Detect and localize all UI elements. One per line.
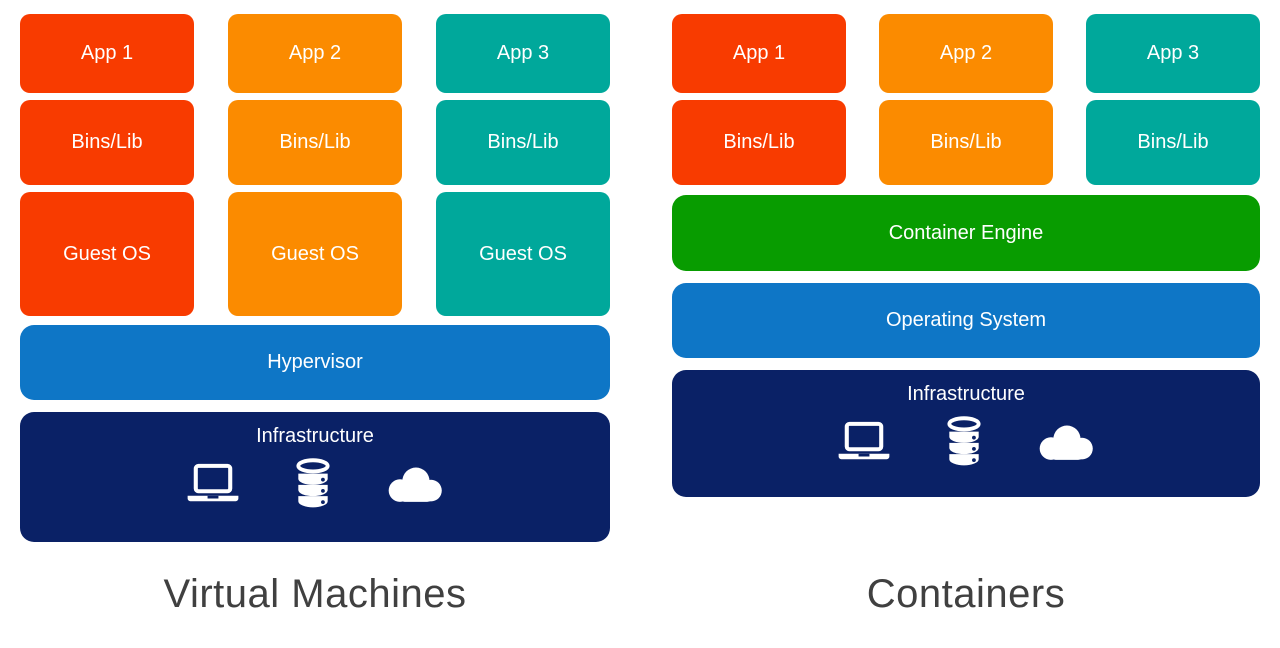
containers-diagram-title: Containers (866, 572, 1066, 616)
vm-guest-os-1-block: Guest OS (20, 192, 194, 316)
vm-app-row: App 1 App 2 App 3 (20, 14, 610, 93)
vm-diagram-title: Virtual Machines (163, 572, 467, 616)
vm-guest-os-row: Guest OS Guest OS Guest OS (20, 192, 610, 316)
vm-infrastructure-bar: Infrastructure (20, 412, 610, 542)
vm-bins-1-block: Bins/Lib (20, 100, 194, 185)
vm-app-1-block: App 1 (20, 14, 194, 93)
vm-stack-diagram: App 1 App 2 App 3 Bins/Lib Bins/Lib Bins… (20, 14, 610, 542)
laptop-icon (835, 420, 893, 464)
vm-app-3-block: App 3 (436, 14, 610, 93)
ct-bins-row: Bins/Lib Bins/Lib Bins/Lib (672, 100, 1260, 185)
database-icon (945, 416, 983, 468)
vm-app-2-block: App 2 (228, 14, 402, 93)
vm-guest-os-3-block: Guest OS (436, 192, 610, 316)
cloud-icon (384, 464, 446, 504)
hypervisor-bar: Hypervisor (20, 325, 610, 400)
vm-bins-3-block: Bins/Lib (436, 100, 610, 185)
vm-infrastructure-icons (184, 458, 446, 510)
ct-app-3-block: App 3 (1086, 14, 1260, 93)
vm-bins-row: Bins/Lib Bins/Lib Bins/Lib (20, 100, 610, 185)
operating-system-bar: Operating System (672, 283, 1260, 358)
container-engine-bar: Container Engine (672, 195, 1260, 271)
containers-stack-diagram: App 1 App 2 App 3 Bins/Lib Bins/Lib Bins… (672, 14, 1260, 497)
ct-bins-2-block: Bins/Lib (879, 100, 1053, 185)
ct-infrastructure-label: Infrastructure (907, 383, 1025, 405)
ct-bins-1-block: Bins/Lib (672, 100, 846, 185)
laptop-icon (184, 462, 242, 506)
ct-app-row: App 1 App 2 App 3 (672, 14, 1260, 93)
ct-infrastructure-icons (835, 416, 1097, 468)
ct-bins-3-block: Bins/Lib (1086, 100, 1260, 185)
cloud-icon (1035, 422, 1097, 462)
ct-infrastructure-bar: Infrastructure (672, 370, 1260, 497)
vm-infrastructure-label: Infrastructure (256, 425, 374, 447)
vm-bins-2-block: Bins/Lib (228, 100, 402, 185)
vm-guest-os-2-block: Guest OS (228, 192, 402, 316)
ct-app-2-block: App 2 (879, 14, 1053, 93)
database-icon (294, 458, 332, 510)
ct-app-1-block: App 1 (672, 14, 846, 93)
